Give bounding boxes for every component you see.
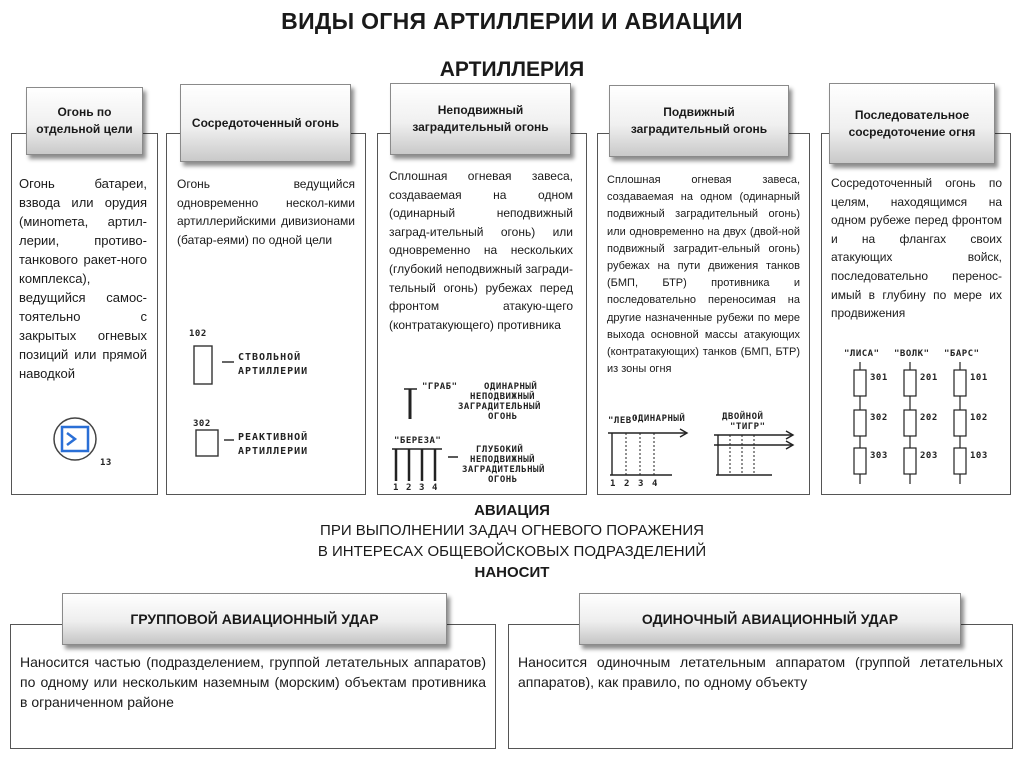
aviation-line-1: ПРИ ВЫПОЛНЕНИИ ЗАДАЧ ОГНЕВОГО ПОРАЖЕНИЯ — [320, 522, 704, 539]
group-strike-text: Наносится частью (подразделением, группо… — [20, 654, 486, 710]
barrage-cap-2d: ОГОНЬ — [488, 475, 518, 485]
column-2-header: Сосредоточенный огонь — [180, 84, 351, 162]
target-circle — [53, 417, 97, 461]
moving-arrow-2-head — [785, 430, 795, 440]
succ-301: 301 — [870, 373, 888, 383]
single-strike-text: Наносится одиночным летательным аппарато… — [518, 654, 1003, 690]
column-1-text: Огонь батареи, взвода или орудия (минomе… — [19, 176, 147, 381]
sketch-caption-1b: АРТИЛЛЕРИИ — [238, 366, 308, 377]
aviation-line-3: НАНОСИТ — [474, 564, 550, 581]
moving-label-2: "ТИГР" — [730, 422, 766, 432]
moving-tick-2: 2 — [624, 479, 630, 489]
succ-103: 103 — [970, 451, 988, 461]
column-1-box — [11, 133, 158, 495]
sketch-num-102: 102 — [189, 329, 207, 339]
barrage-name-1: "ГРАБ" — [422, 382, 458, 392]
barrage-tick-3: 3 — [419, 483, 425, 493]
column-3-box — [377, 133, 587, 495]
target-label: 13 — [100, 458, 112, 468]
succ-202: 202 — [920, 413, 938, 423]
moving-label-1: "ЛЕВ" — [608, 416, 638, 426]
moving-arrow-3-head — [785, 440, 795, 450]
succ-col-3 — [953, 362, 967, 484]
column-3-header: Неподвижный заградительный огонь — [390, 83, 571, 155]
moving-tick-1: 1 — [610, 479, 616, 489]
moving-tick-4: 4 — [652, 479, 658, 489]
page-title: ВИДЫ ОГНЯ АРТИЛЛЕРИИ И АВИАЦИИ — [281, 8, 743, 34]
artillery-heading: АРТИЛЛЕРИЯ — [439, 58, 585, 81]
column-2-text: Огонь ведущийся одновременно нескол-кими… — [177, 177, 355, 247]
barrage-cap-2c: ЗАГРАДИТЕЛЬНЫЙ — [462, 463, 545, 475]
sketch-caption-2a: РЕАКТИВНОЙ — [238, 430, 308, 443]
column-2-box — [166, 133, 366, 495]
barrage-tick-2: 2 — [406, 483, 412, 493]
barrage-sketch: "ГРАБ" ОДИНАРНЫЙ НЕПОДВИЖНЫЙ ЗАГРАДИТЕЛЬ… — [392, 380, 545, 493]
column-1-header: Огонь по отдельной цели — [26, 87, 143, 155]
moving-barrage-sketch: "ЛЕВ" ОДИНАРНЫЙ 1 2 3 4 ДВОЙНОЙ "ТИГР" — [608, 410, 795, 489]
barrage-cap-2b: НЕПОДВИЖНЫЙ — [470, 453, 535, 465]
aviation-heading: АВИАЦИЯ — [474, 502, 550, 519]
succ-303: 303 — [870, 451, 888, 461]
succ-name-1: "ЛИСА" — [844, 349, 880, 359]
sketch-rect-302 — [195, 429, 219, 457]
column-4-text: Сплошная огневая завеса, создаваемая на … — [607, 174, 800, 376]
succ-203: 203 — [920, 451, 938, 461]
group-strike-header: ГРУППОВОЙ АВИАЦИОННЫЙ УДАР — [62, 593, 447, 645]
successive-fire-sketch: "ЛИСА" "ВОЛК" "БАРС" 301 201 101 302 202… — [844, 349, 988, 484]
succ-102: 102 — [970, 413, 988, 423]
target-sketch: 13 — [53, 417, 112, 468]
column-5-header: Последовательное сосредоточение огня — [829, 83, 995, 164]
concentrated-fire-sketch: 102 СТВОЛЬНОЙ АРТИЛЛЕРИИ 302 РЕАКТИВНОЙ … — [189, 329, 308, 457]
succ-name-3: "БАРС" — [944, 349, 980, 359]
single-strike-header: ОДИНОЧНЫЙ АВИАЦИОННЫЙ УДАР — [579, 593, 961, 645]
sketch-num-302: 302 — [193, 419, 211, 429]
sketch-rect-102 — [193, 345, 213, 385]
barrage-cap-1a: ОДИНАРНЫЙ — [484, 380, 537, 392]
moving-arrow-1-head — [679, 428, 689, 438]
barrage-tick-1: 1 — [393, 483, 399, 493]
sketch-caption-1a: СТВОЛЬНОЙ — [238, 350, 301, 363]
moving-tick-3: 3 — [638, 479, 644, 489]
succ-302: 302 — [870, 413, 888, 423]
aviation-line-2: В ИНТЕРЕСАХ ОБЩЕВОЙСКОВЫХ ПОДРАЗДЕЛЕНИЙ — [317, 543, 707, 560]
barrage-cap-1b: НЕПОДВИЖНЫЙ — [470, 390, 535, 402]
succ-col-1 — [853, 362, 867, 484]
succ-101: 101 — [970, 373, 988, 383]
target-chevron — [66, 432, 78, 446]
barrage-name-2: "БЕРЕЗА" — [394, 436, 441, 446]
column-4-header: Подвижный заградительный огонь — [609, 85, 789, 157]
succ-201: 201 — [920, 373, 938, 383]
barrage-cap-2a: ГЛУБОКИЙ — [476, 443, 523, 455]
sketch-caption-2b: АРТИЛЛЕРИИ — [238, 446, 308, 457]
target-square — [60, 425, 90, 453]
succ-name-2: "ВОЛК" — [894, 349, 930, 359]
succ-col-2 — [903, 362, 917, 484]
barrage-tick-4: 4 — [432, 483, 438, 493]
moving-caption-1: ОДИНАРНЫЙ — [632, 412, 685, 424]
barrage-cap-1d: ОГОНЬ — [488, 412, 518, 422]
column-3-text: Сплошная огневая завеса, создаваемая на … — [389, 169, 573, 332]
barrage-cap-1c: ЗАГРАДИТЕЛЬНЫЙ — [458, 400, 541, 412]
moving-caption-2: ДВОЙНОЙ — [722, 410, 763, 422]
column-5-text: Сосредоточенный огонь по целям, находящи… — [831, 176, 1002, 321]
